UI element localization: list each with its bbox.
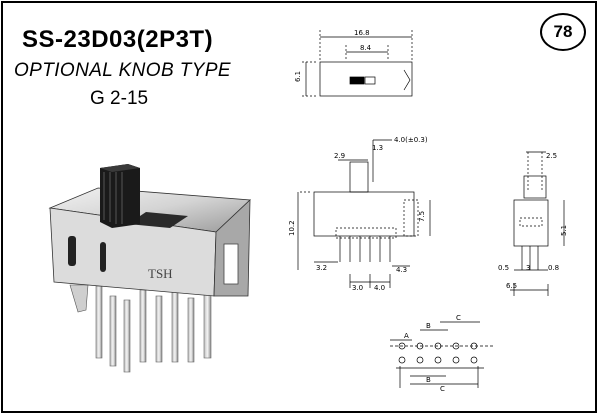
front-knob-note-label: 4.0(±0.3) [394, 136, 428, 144]
front-pin-pitch-a-label: 3.0 [352, 284, 363, 292]
pcb-layout-drawing [390, 321, 494, 388]
slide-knob [100, 164, 140, 228]
side-window [223, 243, 239, 285]
page-number-badge: 78 [540, 13, 586, 51]
front-window-right [100, 242, 106, 272]
front-body-height-label: 10.2 [288, 220, 296, 236]
slide-slot [128, 212, 188, 228]
front-side-height-label: 7.5 [418, 211, 426, 222]
knob-type-subtitle: OPTIONAL KNOB TYPE [14, 60, 231, 81]
series-code: G 2-15 [90, 88, 149, 109]
part-number-title: SS-23D03(2P3T) [22, 26, 214, 53]
front-pin-pitch-b-label: 4.0 [374, 284, 385, 292]
top-view-width-label: 16.8 [354, 29, 370, 37]
switch-pins [69, 284, 212, 373]
side-body-height-label: 5.1 [560, 225, 568, 236]
front-view-drawing [297, 139, 431, 288]
front-knob-length-label: 2.9 [334, 152, 345, 160]
top-view-drawing [302, 30, 413, 97]
top-view-slot-label: 8.4 [360, 44, 372, 52]
front-window-left [68, 236, 76, 266]
layout-label-a: A [404, 332, 409, 340]
layout-label-c: C [456, 314, 461, 322]
front-knob-width-label: 1.3 [372, 144, 383, 152]
side-pitch-b-label: 3 [526, 264, 530, 272]
side-pitch-c-label: 0.8 [548, 264, 559, 272]
side-pitch-a-label: 0.5 [498, 264, 509, 272]
brand-marking: TSH [148, 266, 173, 281]
layout-label-b: B [426, 322, 431, 330]
front-pin-length-label: 3.2 [316, 264, 327, 272]
side-view-drawing [510, 151, 565, 296]
top-view-height-label: 6.1 [294, 71, 302, 82]
layout-dim-b: B [426, 376, 431, 384]
front-pin-offset-label: 4.3 [396, 266, 407, 274]
side-knob-height-label: 2.5 [546, 152, 557, 160]
side-bottom-label: 6.5 [506, 282, 517, 290]
layout-dim-c: C [440, 385, 445, 393]
